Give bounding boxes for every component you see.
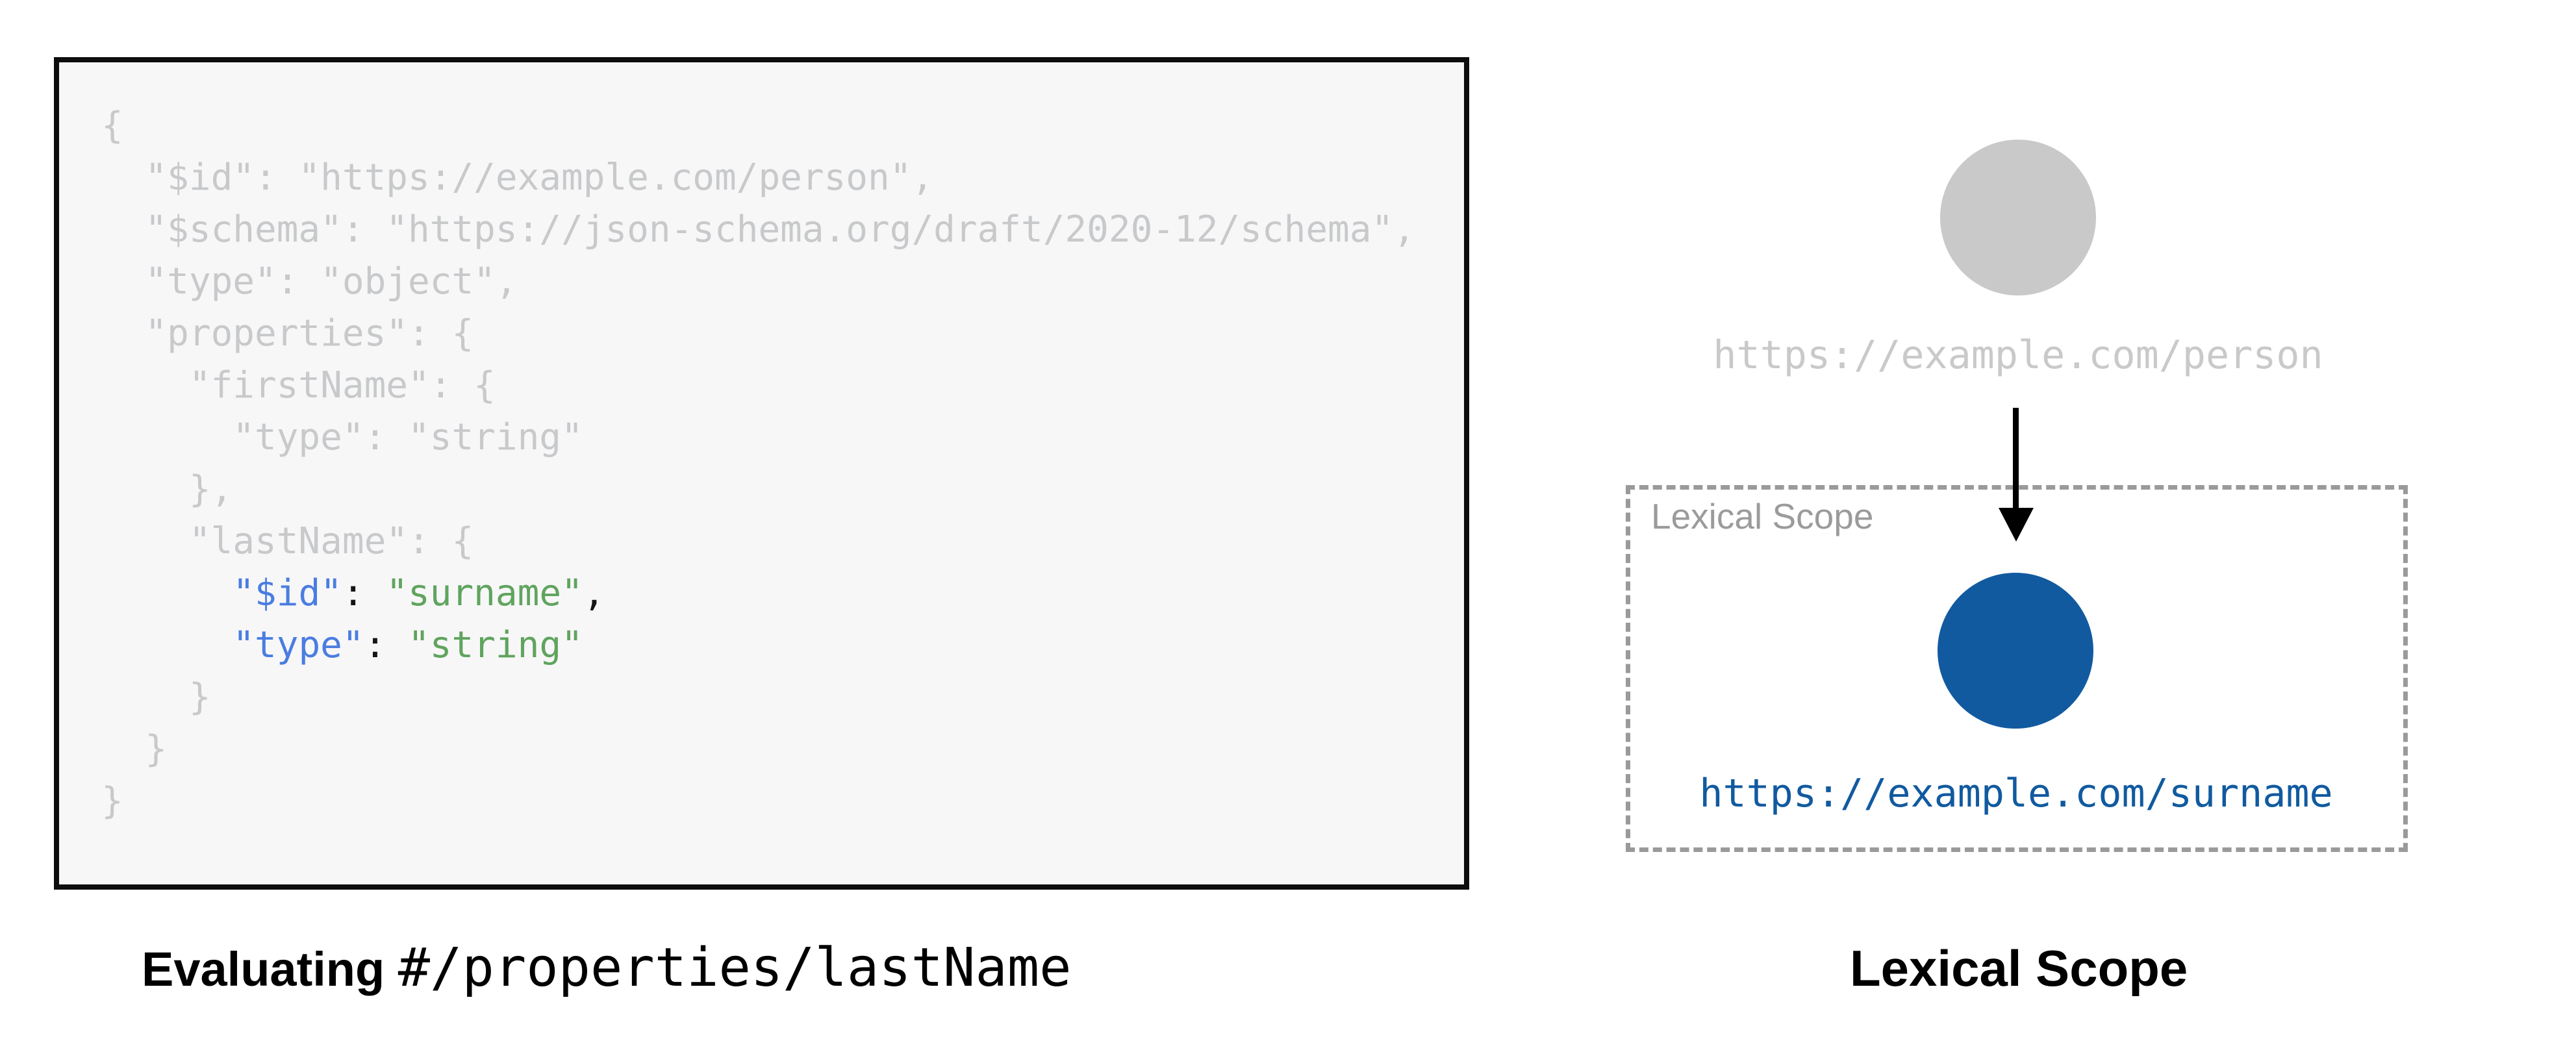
lexical-scope-box-label: Lexical Scope [1651, 496, 1874, 536]
root-schema-node [1940, 140, 2096, 295]
code-line: } [101, 676, 211, 718]
code-line: "type": "string" [101, 416, 583, 458]
code-line: { [101, 105, 123, 147]
evaluating-caption-prefix: Evaluating [142, 942, 398, 996]
evaluating-caption: Evaluating #/properties/lastName [142, 942, 1072, 1010]
code-line: "$id": "surname", [233, 572, 605, 614]
reference-arrow-line [2013, 408, 2019, 512]
evaluating-caption-pointer: #/properties/lastName [398, 937, 1072, 999]
code-line: "$id": "https://example.com/person", [101, 156, 934, 199]
code-line: "type": "object", [101, 260, 518, 303]
lexical-scope-caption: Lexical Scope [1850, 940, 2188, 997]
code-line: } [101, 728, 168, 770]
root-schema-uri: https://example.com/person [1713, 332, 2323, 378]
embedded-schema-uri: https://example.com/surname [1699, 771, 2333, 816]
code-line: "type": "string" [233, 624, 583, 666]
arrow-down-icon [1999, 508, 2034, 542]
code-line: "$schema": "https://json-schema.org/draf… [101, 208, 1415, 251]
code-line: "properties": { [101, 312, 474, 355]
code-line: } [101, 780, 123, 822]
code-line: }, [101, 468, 233, 510]
embedded-schema-node [1938, 573, 2093, 729]
json-schema-code-block: { "$id": "https://example.com/person", "… [101, 100, 1438, 827]
code-line: "firstName": { [101, 364, 496, 407]
code-line: "lastName": { [101, 520, 474, 562]
json-schema-code-box: { "$id": "https://example.com/person", "… [54, 57, 1469, 890]
